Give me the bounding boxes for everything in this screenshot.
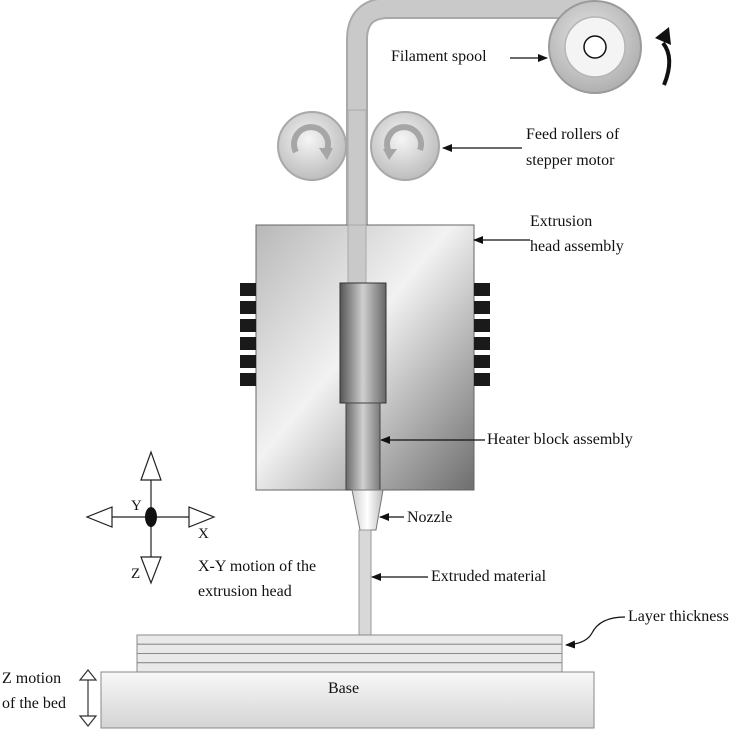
label-nozzle: Nozzle [407, 509, 453, 526]
feed-roller-right [370, 111, 440, 181]
filament-spool-graphic [548, 0, 642, 94]
label-filament-spool: Filament spool [391, 48, 487, 65]
heat-break-block [339, 282, 387, 404]
cooling-fin [240, 373, 256, 386]
feed-roller-left [277, 111, 347, 181]
label-extruded-material: Extruded material [431, 568, 547, 585]
printed-layer [136, 634, 563, 645]
printed-layer [136, 662, 563, 673]
label-feed-rollers-1: Feed rollers of [526, 126, 620, 143]
leader-layer-thickness [565, 616, 626, 649]
axis-gizmo [85, 450, 216, 585]
cooling-fin [474, 301, 490, 314]
axis-label-z: Z [131, 566, 141, 582]
cooling-fin [240, 355, 256, 368]
printed-layer [136, 653, 563, 664]
cooling-fin [474, 337, 490, 350]
printed-layer [136, 643, 563, 654]
cooling-fin [240, 337, 256, 350]
cooling-fin [474, 283, 490, 296]
label-layer-thickness: Layer thickness [628, 608, 729, 625]
label-feed-rollers-2: stepper motor [526, 152, 615, 169]
label-z-motion-1: Z motion [2, 670, 62, 687]
axis-label-y: Y [131, 498, 142, 514]
label-heater-block: Heater block assembly [487, 431, 633, 448]
label-xy-motion-1: X-Y motion of the [198, 558, 317, 575]
z-motion-arrow [78, 669, 98, 727]
label-z-motion-2: of the bed [2, 695, 66, 712]
cooling-fin [474, 355, 490, 368]
printed-layers [136, 634, 563, 673]
label-extrusion-head-1: Extrusion [530, 213, 593, 230]
cooling-fin [240, 301, 256, 314]
cooling-fins-right [474, 283, 490, 386]
spool-rotation-arrow [661, 41, 672, 86]
cooling-fin [240, 319, 256, 332]
label-base: Base [328, 680, 360, 697]
label-xy-motion-2: extrusion head [198, 583, 292, 600]
cooling-fins-left [240, 283, 256, 386]
cooling-fin [474, 319, 490, 332]
nozzle-graphic [351, 489, 384, 531]
base-plate [100, 671, 595, 729]
cooling-fin [240, 283, 256, 296]
label-extrusion-head-2: head assembly [530, 238, 624, 255]
heater-block [345, 402, 381, 491]
cooling-fin [474, 373, 490, 386]
extruded-strand [358, 529, 372, 641]
axis-label-x: X [198, 526, 209, 542]
